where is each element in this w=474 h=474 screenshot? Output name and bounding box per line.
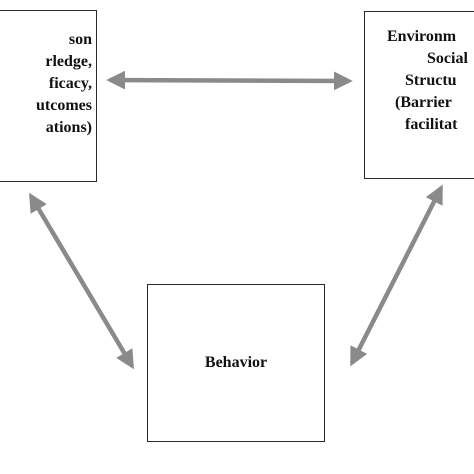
arrow-person-environment <box>106 70 353 91</box>
person-line-1: son <box>68 31 92 48</box>
arrow-environment-behavior <box>349 184 444 367</box>
person-box: son rledge, ficacy, utcomes ations) <box>0 10 97 182</box>
person-line-5: ations) <box>45 119 92 136</box>
person-line-3: ficacy, <box>48 75 92 92</box>
environment-box: Environm Social Structu (Barrier facilit… <box>364 11 474 179</box>
arrow-person-behavior <box>29 192 134 370</box>
behavior-box: Behavior <box>147 284 325 442</box>
environment-line-2: Social <box>427 50 468 67</box>
environment-line-3: Structu <box>405 72 457 89</box>
person-line-4: utcomes <box>36 97 92 114</box>
behavior-label: Behavior <box>204 354 268 371</box>
environment-line-4: (Barrier <box>395 94 452 111</box>
environment-line-5: facilitat <box>405 116 458 133</box>
environment-line-1: Environm <box>387 28 457 45</box>
person-line-2: rledge, <box>45 53 92 70</box>
